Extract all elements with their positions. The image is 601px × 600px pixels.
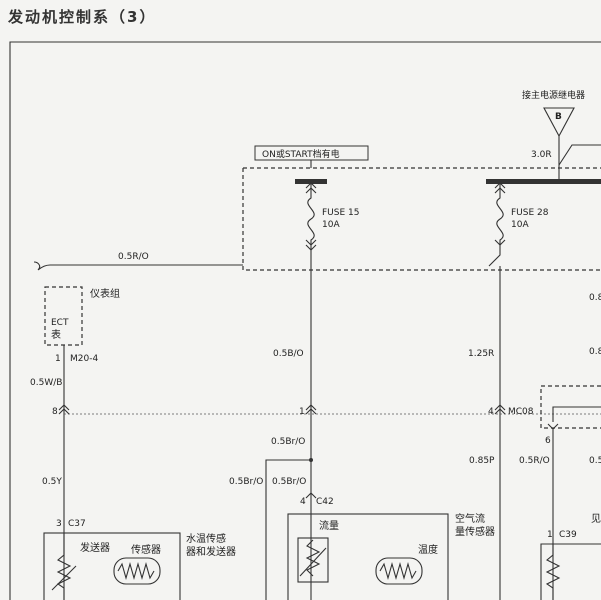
right-edge-label-1: 0.8 xyxy=(589,293,601,303)
pin-4b-arrow xyxy=(305,492,317,499)
water-temp-sensor-box xyxy=(43,532,181,600)
flow-resistor-box xyxy=(297,537,329,583)
wire-05ro-right-label: 0.5R/O xyxy=(519,456,550,466)
wire-05bro-left xyxy=(265,459,311,600)
fuse15-busbar xyxy=(295,179,327,184)
c39-resistor xyxy=(545,544,561,600)
wts-label-1: 水温传感 xyxy=(186,532,226,545)
afm-label-2: 量传感器 xyxy=(455,525,495,538)
ect-label-1: ECT xyxy=(51,318,69,328)
right-component-wire xyxy=(552,406,601,422)
right-edge-label-2: 0.8 xyxy=(589,347,601,357)
fuse15-rating: 10A xyxy=(322,220,340,230)
wts-label-2: 器和发送器 xyxy=(186,545,236,558)
fuse-box-outline xyxy=(242,167,601,271)
fuse28-name: FUSE 28 xyxy=(511,208,549,218)
right-component-box xyxy=(540,385,601,429)
pin-1b-arrow xyxy=(305,404,317,415)
wire-05y-label: 0.5Y xyxy=(42,477,62,487)
wire-05bro-mid-label: 0.5Br/O xyxy=(271,437,305,447)
wire-05bro-left-label: 0.5Br/O xyxy=(229,477,263,487)
diagram-frame xyxy=(9,41,601,600)
sender-resistor xyxy=(56,533,72,600)
flow-resistor xyxy=(305,539,321,577)
fuse15-arrow-bottom xyxy=(305,239,317,251)
pin-8-arrow xyxy=(58,404,70,415)
fuse15-name: FUSE 15 xyxy=(322,208,359,218)
fuse15-symbol xyxy=(307,184,315,270)
conn-c39-label: C39 xyxy=(559,530,577,540)
pin-1c-label: 1 xyxy=(547,530,553,540)
pin-4-arrow xyxy=(494,404,506,415)
cluster-label: 仪表组 xyxy=(90,287,120,300)
conn-c37-label: C37 xyxy=(68,519,86,529)
sensor-thermistor-box xyxy=(113,557,161,585)
air-flow-sensor-box xyxy=(287,513,449,600)
c39-box xyxy=(540,543,601,600)
conn-mc08-label: MC08 xyxy=(508,407,534,417)
wire-05bo-label: 0.5B/O xyxy=(273,349,304,359)
pin-8-label: 8 xyxy=(52,407,58,417)
pin-4b-label: 4 xyxy=(300,497,306,507)
on-start-label: ON或START档有电 xyxy=(262,148,340,160)
sensor-thermistor xyxy=(117,561,155,581)
wire-085p-label: 0.85P xyxy=(469,456,495,466)
pin-3-label: 3 xyxy=(56,519,62,529)
flow-label: 流量 xyxy=(319,519,339,532)
sensor-label: 传感器 xyxy=(131,543,161,556)
wire-125r-label: 1.25R xyxy=(468,349,494,359)
pin-4-label: 4 xyxy=(488,407,494,417)
conn-c42-label: C42 xyxy=(316,497,334,507)
right-edge-label-4: 见 xyxy=(591,513,601,525)
connector-b-label: B xyxy=(555,112,562,122)
wire-05bro-right-label: 0.5Br/O xyxy=(272,477,306,487)
sender-variable-arrow xyxy=(51,565,77,591)
pin-1: 1 xyxy=(55,354,61,364)
pin-6-label: 6 xyxy=(545,436,551,446)
fuse28-arrow-bottom xyxy=(494,239,506,246)
afm-label-1: 空气流 xyxy=(455,512,485,525)
fuse28-symbol xyxy=(488,184,504,267)
temp-label: 温度 xyxy=(418,543,438,556)
connector-b-triangle xyxy=(543,107,575,138)
conn-m20: M20-4 xyxy=(70,354,98,364)
right-edge-label-3: 0.5 xyxy=(589,456,601,466)
fuse28-busbar xyxy=(486,179,601,184)
sender-label: 发送器 xyxy=(80,541,110,554)
pin-6-arrow xyxy=(547,423,559,430)
main-relay-label: 接主电源继电器 xyxy=(522,89,585,101)
relay-switch xyxy=(558,144,601,166)
flow-variable-arrow xyxy=(299,547,327,577)
fuse15-arrow-top xyxy=(305,182,317,194)
page-title: 发动机控制系（3） xyxy=(8,8,157,26)
ect-label-2: 表 xyxy=(51,328,61,341)
junction-dot xyxy=(309,458,313,462)
wire-3r-label: 3.0R xyxy=(531,150,552,160)
fuse28-arrow-top xyxy=(494,182,506,194)
pin-1b-label: 1 xyxy=(299,407,305,417)
temp-thermistor-box xyxy=(375,557,423,585)
wire-05ro-top-label: 0.5R/O xyxy=(118,252,149,262)
wire-05ro-top xyxy=(33,261,243,271)
fuse28-rating: 10A xyxy=(511,220,529,230)
wire-05wb-label: 0.5W/B xyxy=(30,378,62,388)
temp-thermistor xyxy=(379,561,417,581)
